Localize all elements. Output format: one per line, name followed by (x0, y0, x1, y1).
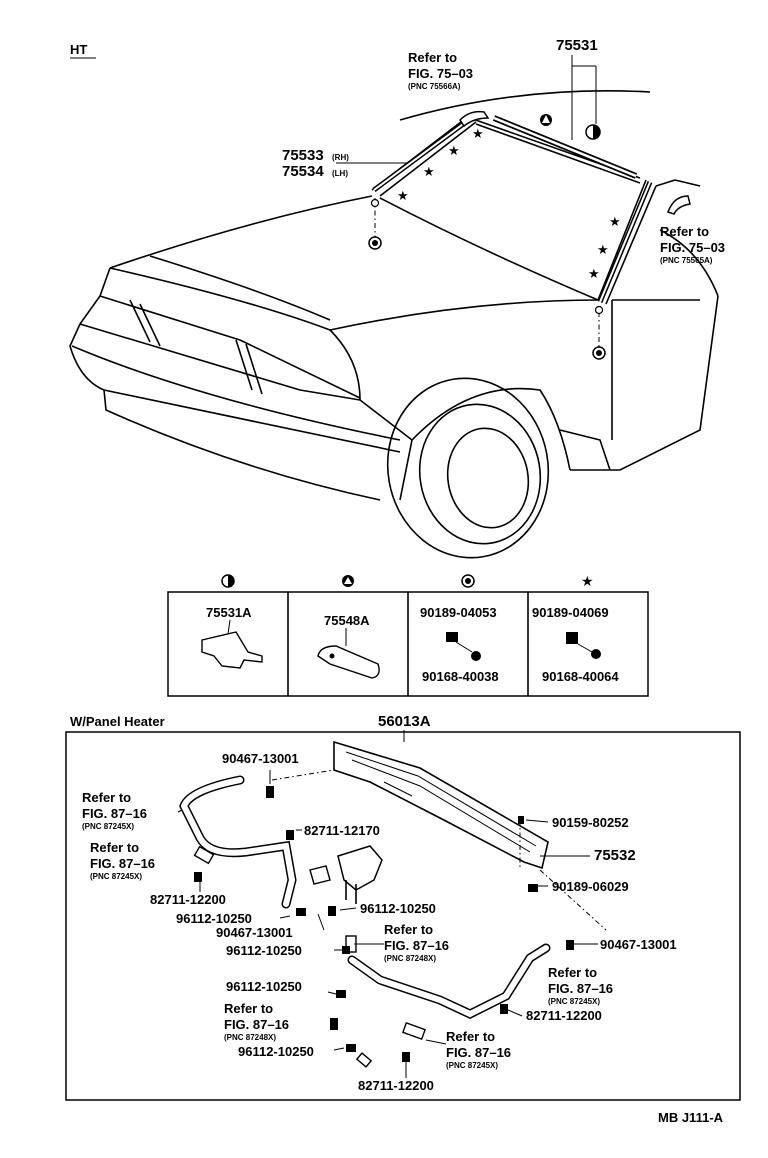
label-82711-12200-c: 82711-12200 (358, 1078, 434, 1093)
label-90467-13001-c: 90467-13001 (600, 937, 677, 952)
diagram-code: MB J111-A (658, 1110, 724, 1125)
legend-table: ★ 75531A 75548A 90189-04053 90168-40038 … (167, 574, 649, 697)
molding-75531 (492, 115, 638, 179)
svg-text:Refer to: Refer to (82, 790, 131, 805)
svg-text:★: ★ (423, 165, 435, 180)
star-icon: ★ (581, 574, 594, 590)
rh-label: (RH) (332, 153, 349, 162)
svg-text:Refer to: Refer to (90, 840, 139, 855)
svg-text:★: ★ (597, 243, 609, 258)
label-75532: 75532 (594, 847, 636, 864)
variant-label: HT (70, 42, 87, 57)
legend-part-90189-04069: 90189-04069 (532, 605, 609, 620)
legend-part-75531a: 75531A (206, 605, 252, 620)
svg-text:FIG. 87–16: FIG. 87–16 (82, 806, 147, 821)
svg-text:(PNC 87245X): (PNC 87245X) (548, 997, 600, 1006)
ref-right-line2: FIG. 75–03 (660, 240, 725, 255)
ref-fig-87-16-1: Refer to FIG. 87–16 (PNC 87245X) (82, 790, 147, 831)
svg-text:Refer to: Refer to (224, 1001, 273, 1016)
label-90189-06029: 90189-06029 (552, 879, 629, 894)
svg-text:★: ★ (609, 215, 621, 230)
svg-text:(PNC 87248X): (PNC 87248X) (224, 1033, 276, 1042)
label-96112-10250-d: 96112-10250 (226, 979, 302, 994)
ref-fig-87-16-2: Refer to FIG. 87–16 (PNC 87245X) (90, 840, 155, 881)
svg-text:★: ★ (448, 144, 460, 159)
ref-top-pnc: (PNC 75566A) (408, 82, 461, 91)
label-82711-12200-a: 82711-12200 (150, 892, 226, 907)
svg-text:FIG. 87–16: FIG. 87–16 (90, 856, 155, 871)
svg-text:★: ★ (397, 189, 409, 204)
nut-90168-40038-icon (471, 651, 481, 661)
ref-top-line2: FIG. 75–03 (408, 66, 473, 81)
dot-circle-marker-icon (368, 236, 382, 250)
clip-90189-04069-icon (566, 632, 578, 644)
svg-text:★: ★ (472, 127, 484, 142)
label-96112-10250-a: 96112-10250 (176, 911, 252, 926)
ref-right-pnc: (PNC 75565A) (660, 256, 713, 265)
heater-hose-upper (180, 777, 296, 907)
ref-fig-87-16-3: Refer to FIG. 87–16 (PNC 87248X) (384, 922, 449, 963)
svg-text:FIG. 87–16: FIG. 87–16 (384, 938, 449, 953)
nut-90168-40064-icon (591, 649, 601, 659)
legend-part-90189-04053: 90189-04053 (420, 605, 497, 620)
svg-text:★: ★ (588, 267, 600, 282)
ref-fig-87-16-5: Refer to FIG. 87–16 (PNC 87248X) (224, 1001, 289, 1042)
part-75531-label: 75531 (556, 37, 598, 54)
svg-text:Refer to: Refer to (384, 922, 433, 937)
legend-part-90168-40038: 90168-40038 (422, 669, 499, 684)
dot-circle-icon (461, 574, 475, 588)
lh-label: (LH) (332, 169, 348, 178)
label-90467-13001-a: 90467-13001 (222, 751, 299, 766)
water-valve-icon (337, 845, 383, 891)
svg-text:FIG. 87–16: FIG. 87–16 (548, 981, 613, 996)
legend-part-75548a: 75548A (324, 613, 370, 628)
ref-top-line1: Refer to (408, 50, 457, 65)
svg-text:FIG. 87–16: FIG. 87–16 (224, 1017, 289, 1032)
half-circle-icon (221, 574, 235, 588)
corner-piece-icon (459, 110, 490, 128)
star-fastener-marks: ★ ★ ★ ★ ★ ★ ★ (397, 127, 621, 282)
clip-90189-04053-icon (446, 632, 458, 642)
svg-text:(PNC 87245X): (PNC 87245X) (446, 1061, 498, 1070)
heater-hose-lower (349, 945, 549, 1018)
part-75534-label: 75534 (282, 163, 324, 180)
svg-text:(PNC 87245X): (PNC 87245X) (82, 822, 134, 831)
panel-leader-lines (177, 770, 598, 1078)
label-90467-13001-b: 90467-13001 (216, 925, 293, 940)
panel-heater-title: W/Panel Heater (70, 714, 165, 729)
corner-piece-icon (667, 195, 691, 215)
label-90159-80252: 90159-80252 (552, 815, 629, 830)
label-96112-10250-e: 96112-10250 (238, 1044, 314, 1059)
ref-fig-87-16-6: Refer to FIG. 87–16 (PNC 87245X) (446, 1029, 511, 1070)
legend-part-90168-40064: 90168-40064 (542, 669, 619, 684)
part-56013a-label: 56013A (378, 713, 431, 730)
triangle-circle-marker-icon (540, 114, 552, 126)
triangle-circle-icon (342, 575, 354, 587)
label-96112-10250-c: 96112-10250 (226, 943, 302, 958)
svg-text:(PNC 87245X): (PNC 87245X) (90, 872, 142, 881)
svg-text:FIG. 87–16: FIG. 87–16 (446, 1045, 511, 1060)
svg-text:(PNC 87248X): (PNC 87248X) (384, 954, 436, 963)
ref-right-line1: Refer to (660, 224, 709, 239)
car-body-illustration (69, 90, 719, 559)
clamp-icons (194, 786, 574, 1062)
svg-text:Refer to: Refer to (548, 965, 597, 980)
half-circle-marker-icon (585, 124, 601, 140)
part-75533-label: 75533 (282, 147, 324, 164)
label-82711-12200-b: 82711-12200 (526, 1008, 602, 1023)
label-82711-12170: 82711-12170 (304, 823, 380, 838)
dot-circle-marker-icon (592, 346, 606, 360)
ref-fig-87-16-4: Refer to FIG. 87–16 (PNC 87245X) (548, 965, 613, 1006)
svg-text:Refer to: Refer to (446, 1029, 495, 1044)
panel-heater-section: W/Panel Heater 56013A (65, 713, 741, 1101)
label-96112-10250-b: 96112-10250 (360, 901, 436, 916)
clip-75548a-icon (317, 645, 380, 679)
clip-75531a-icon (201, 631, 263, 669)
